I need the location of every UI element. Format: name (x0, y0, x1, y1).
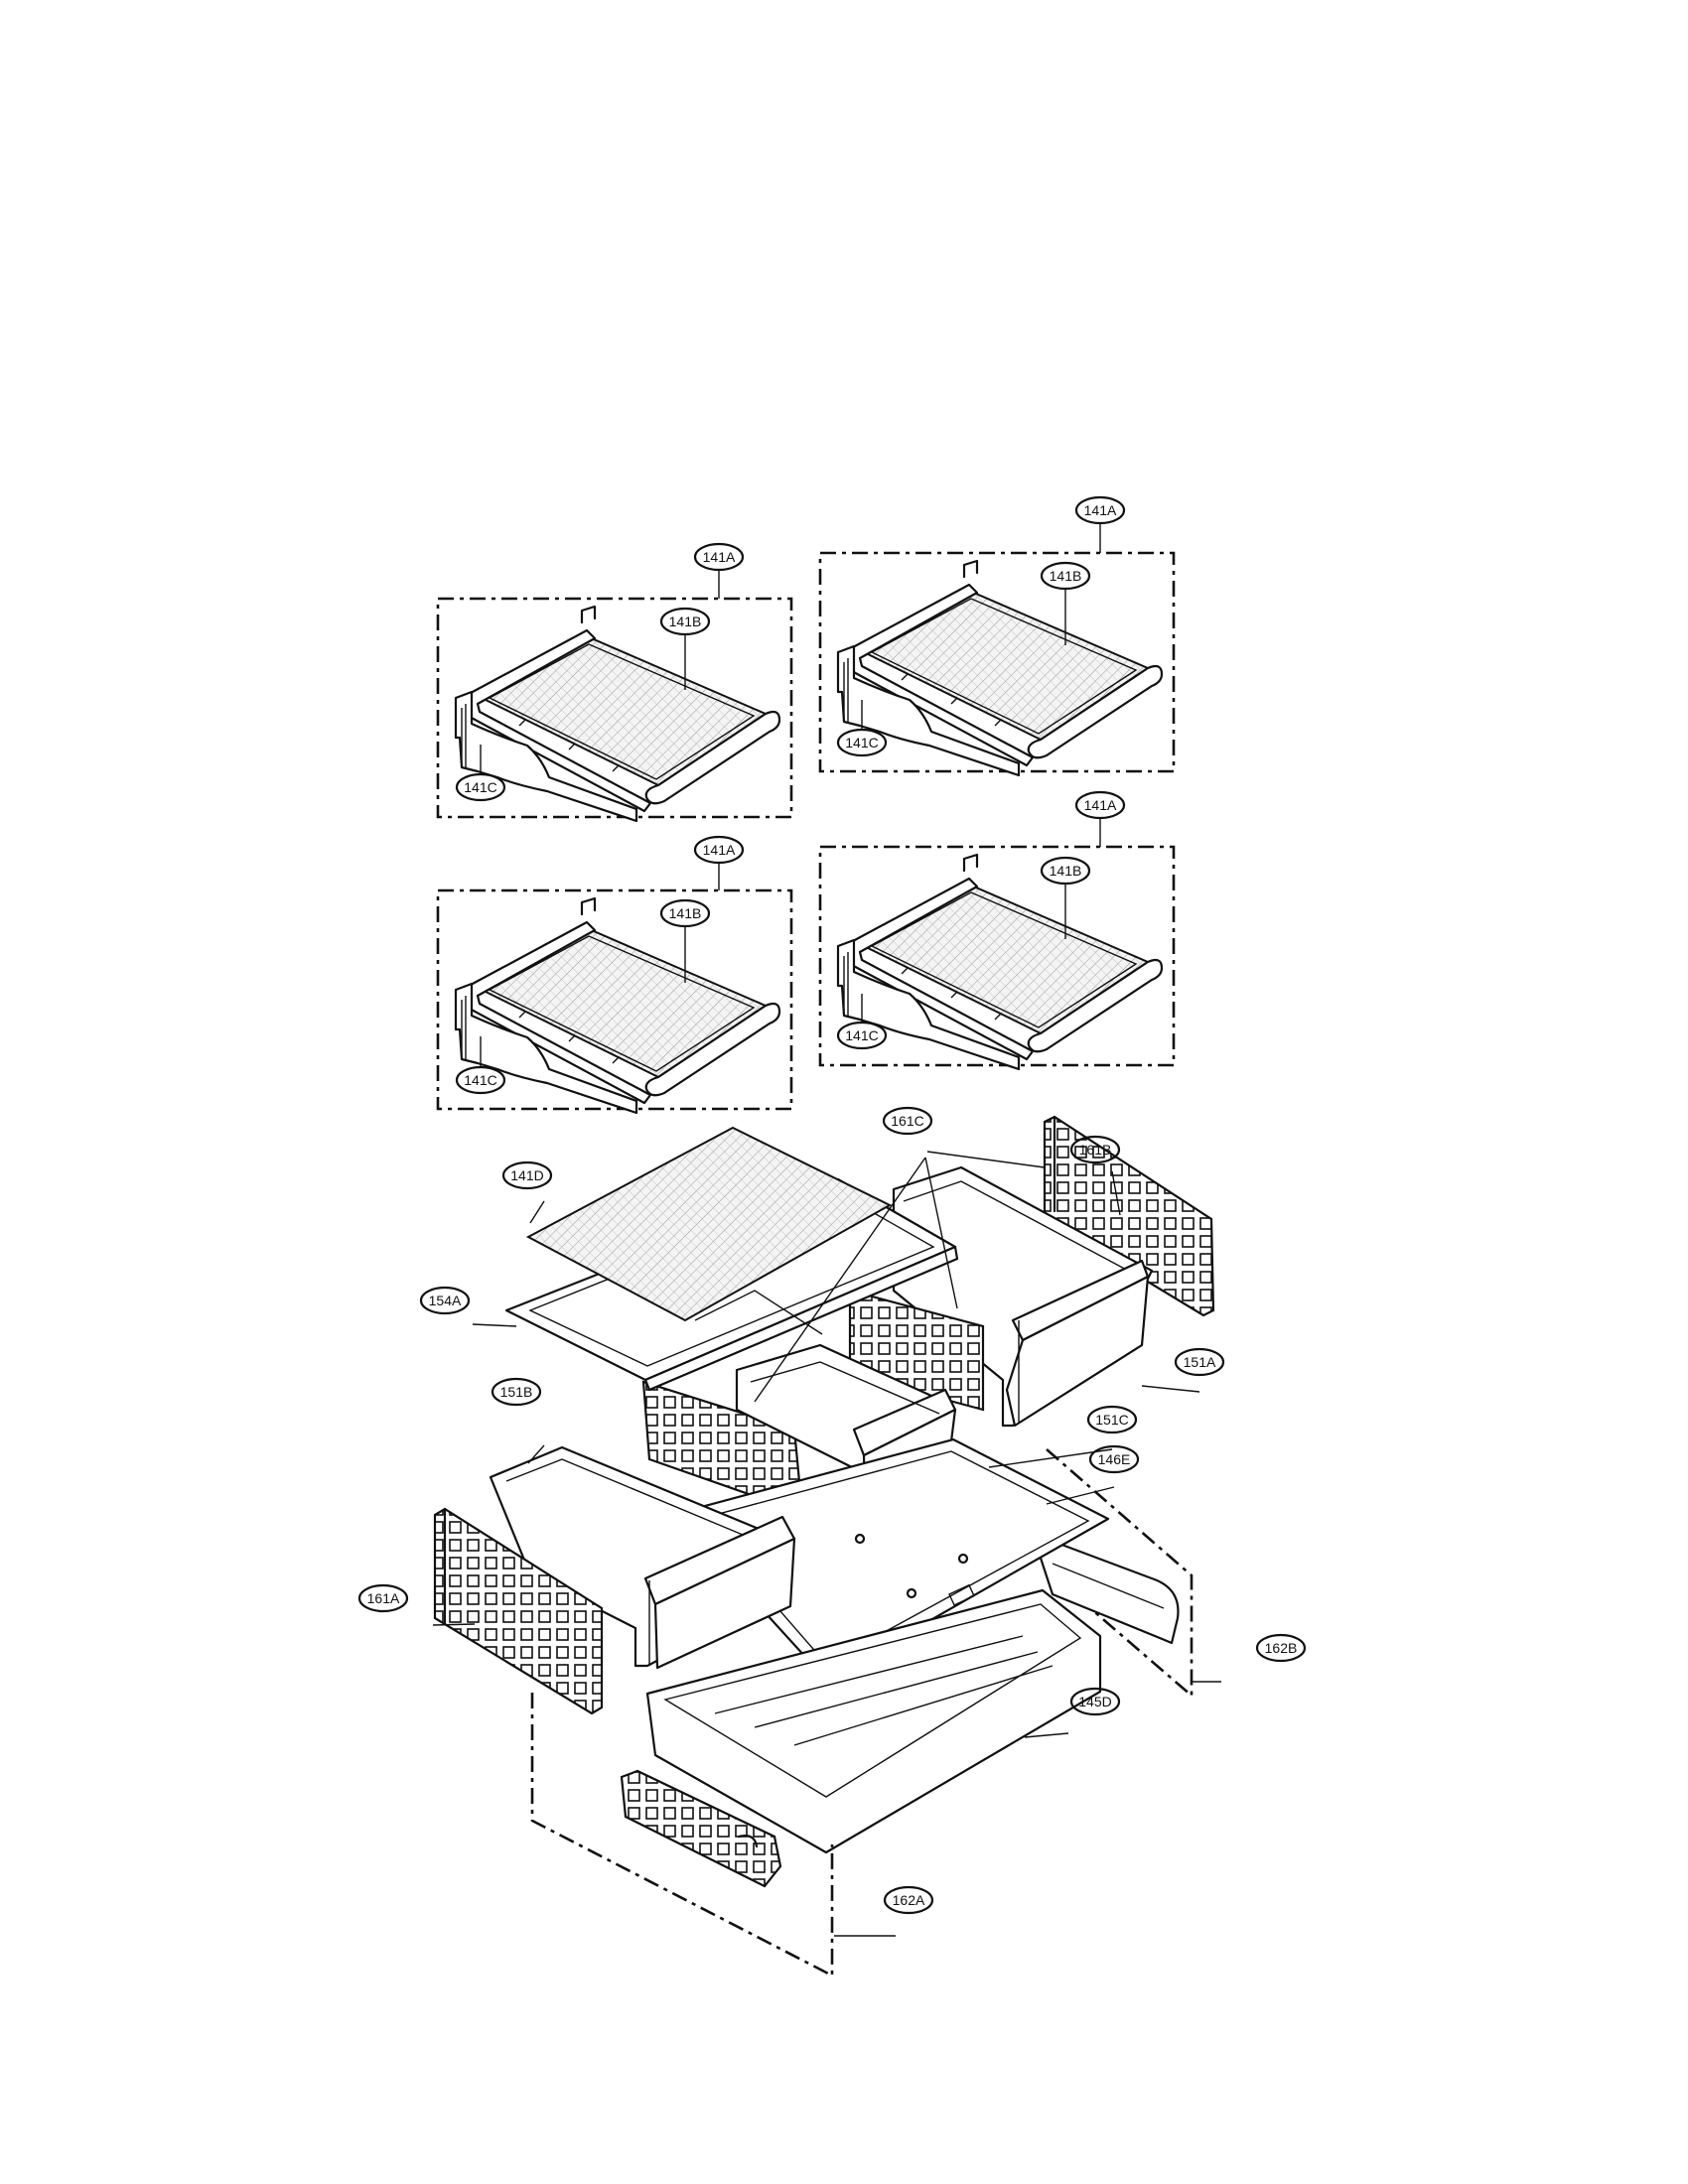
callout-151b: 151B (491, 1377, 542, 1407)
svg-text:141A: 141A (703, 842, 736, 858)
callout-141c-3: 141C (455, 1065, 506, 1095)
svg-text:161C: 161C (891, 1113, 923, 1129)
callout-141d: 141D (501, 1160, 553, 1190)
callout-141a-1: 141A (693, 542, 745, 572)
svg-text:141B: 141B (1050, 863, 1082, 879)
shelf-assembly-2 (818, 523, 1176, 777)
svg-text:141C: 141C (845, 735, 878, 751)
svg-text:161A: 161A (367, 1590, 400, 1606)
callout-141b-2: 141B (1040, 561, 1091, 591)
svg-text:151B: 151B (500, 1384, 533, 1400)
shelf-assembly-1 (436, 570, 793, 823)
callout-141b-1: 141B (659, 607, 711, 636)
svg-text:141A: 141A (1084, 797, 1117, 813)
shelf-assembly-3 (436, 863, 793, 1115)
shelf-assembly-4 (818, 818, 1176, 1071)
callout-161a: 161A (357, 1583, 409, 1613)
svg-text:141B: 141B (669, 614, 702, 629)
svg-text:162A: 162A (893, 1892, 925, 1908)
svg-text:141C: 141C (464, 1072, 496, 1088)
svg-text:161B: 161B (1079, 1142, 1112, 1158)
callout-151c: 151C (1086, 1405, 1138, 1434)
svg-text:151C: 151C (1095, 1412, 1128, 1428)
svg-text:141D: 141D (510, 1167, 543, 1183)
callout-161b: 161B (1069, 1135, 1121, 1164)
svg-text:146E: 146E (1098, 1451, 1131, 1467)
svg-text:141A: 141A (1084, 502, 1117, 518)
svg-text:154A: 154A (429, 1293, 462, 1308)
callout-141b-4: 141B (1040, 856, 1091, 886)
callouts: 141A 141B 141C 141A 141B 141C 141A 141B … (357, 495, 1307, 1915)
callout-145d: 145D (1069, 1687, 1121, 1716)
callout-161c: 161C (882, 1106, 933, 1136)
crisper-assembly (432, 1115, 1221, 1979)
callout-154a: 154A (419, 1286, 471, 1315)
svg-text:141B: 141B (1050, 568, 1082, 584)
callout-141b-3: 141B (659, 898, 711, 928)
svg-text:141A: 141A (703, 549, 736, 565)
svg-text:162B: 162B (1265, 1640, 1298, 1656)
callout-151a: 151A (1174, 1347, 1225, 1377)
svg-text:145D: 145D (1078, 1694, 1111, 1709)
callout-141c-1: 141C (455, 772, 506, 802)
callout-141a-2: 141A (1074, 495, 1126, 525)
callout-141a-4: 141A (1074, 790, 1126, 820)
svg-text:141B: 141B (669, 905, 702, 921)
callout-141c-4: 141C (836, 1021, 888, 1050)
svg-text:151A: 151A (1184, 1354, 1216, 1370)
callout-141c-2: 141C (836, 728, 888, 757)
callout-146e: 146E (1088, 1444, 1140, 1474)
callout-141a-3: 141A (693, 835, 745, 865)
svg-text:141C: 141C (845, 1027, 878, 1043)
callout-162a: 162A (883, 1885, 934, 1915)
svg-text:141C: 141C (464, 779, 496, 795)
callout-162b: 162B (1255, 1633, 1307, 1663)
